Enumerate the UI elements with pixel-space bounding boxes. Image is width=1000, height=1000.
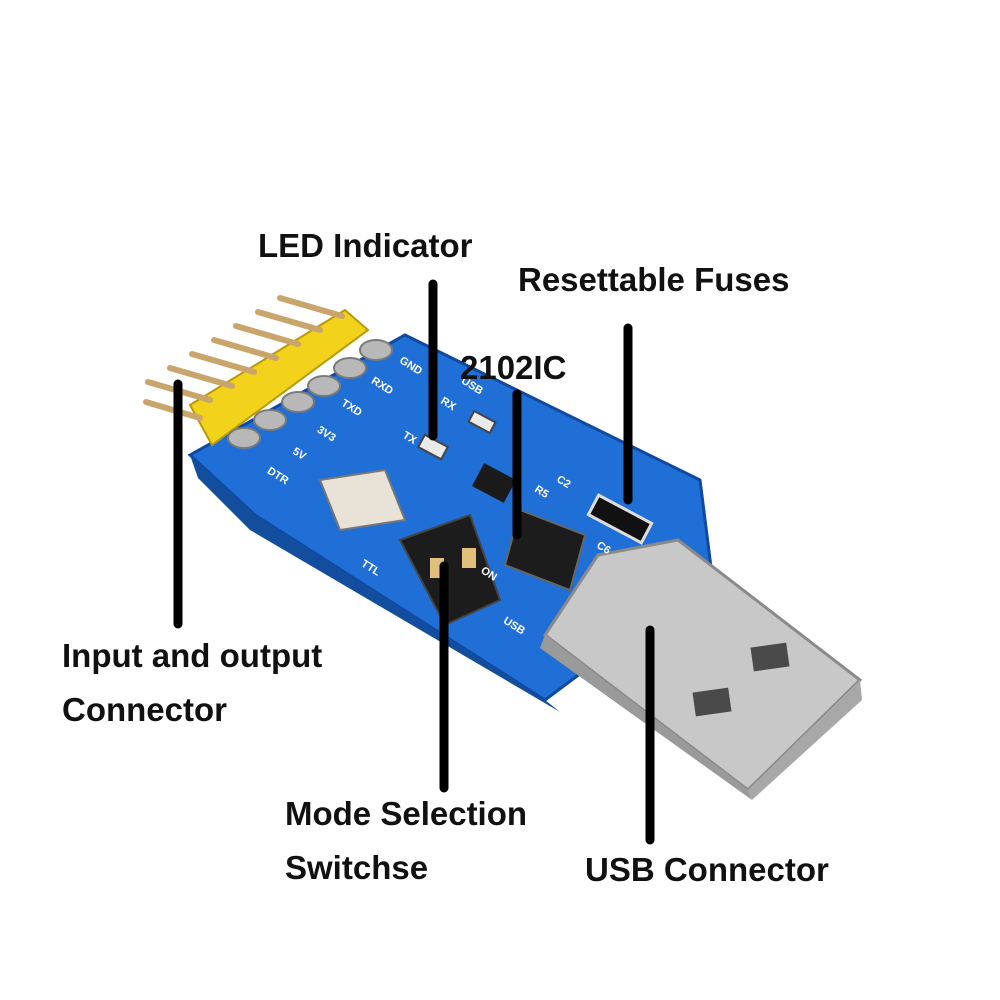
label-io-connector-line1: Input and output (62, 637, 323, 674)
label-io-connector-line2: Connector (62, 691, 227, 728)
smd-components (416, 409, 654, 545)
label-resettable-fuses: Resettable Fuses (518, 261, 790, 298)
label-led-indicator: LED Indicator (258, 227, 473, 264)
pointer-lines (173, 279, 655, 845)
label-mode-switch-line1: Mode Selection (285, 795, 528, 832)
label-mode-switch-line2: Switchse (285, 849, 429, 886)
usb-plug (540, 538, 863, 800)
ic-chip (503, 508, 587, 592)
label-usb-connector: USB Connector (585, 851, 829, 888)
mode-switches (318, 468, 502, 627)
label-ic: 2102IC (460, 349, 567, 386)
